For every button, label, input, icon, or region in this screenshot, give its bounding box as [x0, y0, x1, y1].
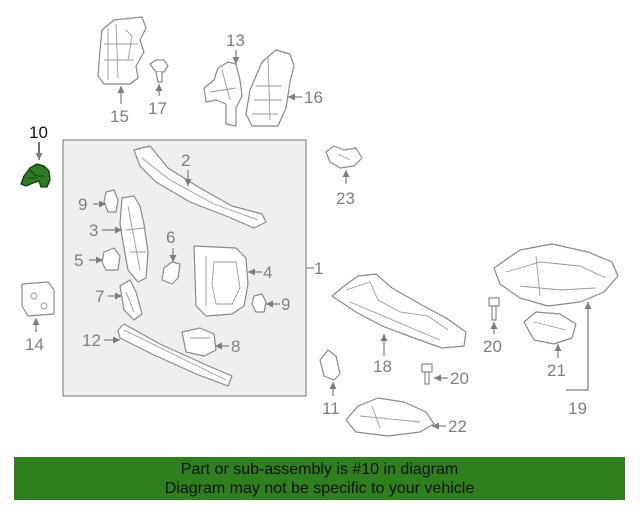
callout-7[interactable]: 7: [95, 287, 104, 306]
part-18-crossmember[interactable]: [331, 273, 467, 349]
part-11-bracket[interactable]: [319, 349, 341, 381]
callout-12[interactable]: 12: [82, 331, 101, 350]
callout-5[interactable]: 5: [74, 251, 83, 270]
part-10-bracket[interactable]: [20, 163, 51, 188]
part-22-under-cover[interactable]: [345, 397, 435, 437]
callout-9a[interactable]: 9: [78, 195, 87, 214]
callout-10[interactable]: 10: [29, 123, 48, 142]
callout-22[interactable]: 22: [448, 417, 467, 436]
parts-diagram: 1 10 15 17 13 16 2 9: [20, 16, 619, 437]
part-21-cover[interactable]: [523, 311, 577, 345]
banner-line-1: Part or sub-assembly is #10 in diagram: [180, 461, 459, 478]
part-16-air-guide[interactable]: [245, 49, 295, 127]
callout-20a[interactable]: 20: [483, 337, 502, 356]
callout-19[interactable]: 19: [568, 399, 587, 418]
part-9-clip-left[interactable]: [103, 189, 119, 213]
part-23-clip[interactable]: [325, 145, 363, 169]
part-9-clip-right[interactable]: [251, 293, 267, 313]
callout-18[interactable]: 18: [373, 357, 392, 376]
callout-11[interactable]: 11: [322, 399, 340, 418]
callout-13[interactable]: 13: [226, 31, 245, 50]
part-6-bracket[interactable]: [161, 261, 181, 285]
part-4-side-panel[interactable]: [193, 245, 249, 317]
part-13-bracket[interactable]: [203, 61, 243, 127]
part-14-plate[interactable]: [21, 281, 55, 317]
callout-3[interactable]: 3: [89, 221, 98, 240]
callout-1[interactable]: 1: [314, 259, 323, 278]
part-7-bracket[interactable]: [119, 279, 143, 321]
callout-14[interactable]: 14: [25, 335, 44, 354]
callout-9b[interactable]: 9: [281, 295, 290, 314]
callout-19-bracket: [566, 306, 589, 391]
part-15-air-guide[interactable]: [97, 16, 147, 85]
part-8-bracket[interactable]: [181, 327, 217, 357]
part-2-upper-support[interactable]: [133, 145, 267, 229]
part-3-side-support[interactable]: [119, 195, 149, 283]
callout-16[interactable]: 16: [304, 88, 323, 107]
callout-20b[interactable]: 20: [450, 369, 469, 388]
callout-2[interactable]: 2: [181, 151, 190, 170]
callout-17[interactable]: 17: [148, 99, 167, 118]
part-20-bolt-right[interactable]: [488, 297, 500, 321]
info-banner: Part or sub-assembly is #10 in diagram D…: [14, 457, 625, 500]
callout-21[interactable]: 21: [547, 361, 566, 380]
part-19-engine-under-cover[interactable]: [493, 243, 619, 307]
part-17-clip[interactable]: [149, 59, 169, 83]
callout-8[interactable]: 8: [231, 337, 240, 356]
callout-23[interactable]: 23: [336, 189, 355, 208]
part-20-bolt-center[interactable]: [421, 363, 433, 385]
callout-15[interactable]: 15: [110, 107, 129, 126]
banner-line-2: Diagram may not be specific to your vehi…: [164, 480, 475, 497]
part-12-lower-support[interactable]: [117, 323, 233, 387]
callout-4[interactable]: 4: [263, 263, 272, 282]
callout-6[interactable]: 6: [166, 228, 175, 247]
